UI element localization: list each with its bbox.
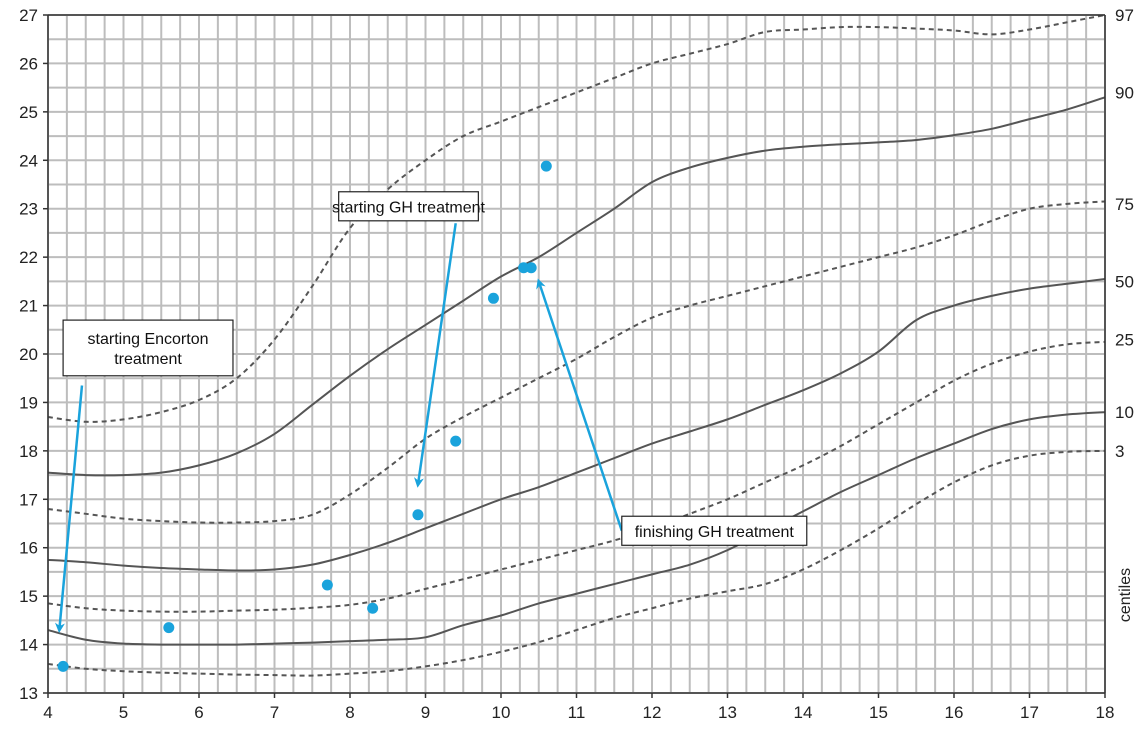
x-tick-label: 18 [1096, 703, 1115, 722]
axes: 4 5 6 7 8 9 10 11 12 13 14 15 16 17 18 13 14 15 16 17 18 19 20… [19, 6, 1134, 722]
annotation-box [338, 191, 479, 222]
annotation-box [62, 319, 234, 377]
data-point [540, 160, 552, 172]
x-tick-label: 6 [194, 703, 203, 722]
x-tick-label: 11 [568, 703, 586, 722]
annotation-0: starting Encorton treatment [54, 319, 234, 634]
data-points [57, 160, 552, 672]
annotation-1: starting GH treatment [332, 191, 486, 488]
centile-curve-90 [47, 96, 1106, 477]
data-point [57, 660, 69, 672]
y-tick-label: 23 [19, 200, 38, 219]
annotation-arrow [414, 223, 457, 488]
centile-curve-50 [47, 277, 1106, 572]
x-tick-label: 15 [869, 703, 888, 722]
centile-label-50: 50 [1115, 272, 1134, 291]
annotation-text: treatment [114, 351, 182, 368]
x-tick-label: 17 [1020, 703, 1039, 722]
x-tick-label: 7 [270, 703, 279, 722]
x-tick-label: 16 [945, 703, 964, 722]
y-tick-label: 24 [19, 151, 38, 170]
x-tick-label: 8 [345, 703, 354, 722]
annotation-arrow [54, 385, 84, 634]
x-tick-label: 4 [43, 703, 52, 722]
y-tick-label: 14 [19, 636, 38, 655]
annotation-box [621, 515, 808, 546]
annotation-2: finishing GH treatment [536, 278, 808, 546]
x-tick-label: 5 [119, 703, 128, 722]
data-point [367, 602, 379, 614]
centile-label-25: 25 [1115, 330, 1134, 349]
centile-label-90: 90 [1115, 83, 1134, 102]
data-point [518, 262, 530, 274]
y-tick-label: 16 [19, 539, 38, 558]
y-tick-label: 19 [19, 393, 38, 412]
centile-label-3: 3 [1115, 442, 1124, 461]
x-tick-label: 12 [643, 703, 662, 722]
y-tick-label: 18 [19, 442, 38, 461]
centile-label-10: 10 [1115, 403, 1134, 422]
right-axis-label: centiles [1117, 568, 1134, 622]
y-tick-label: 15 [19, 587, 38, 606]
centile-label-97: 97 [1115, 6, 1134, 25]
x-tick-label: 10 [492, 703, 511, 722]
y-tick-label: 17 [19, 490, 38, 509]
centile-label-75: 75 [1115, 195, 1134, 214]
data-point [487, 292, 499, 304]
y-tick-label: 25 [19, 103, 38, 122]
y-tick-label: 20 [19, 345, 38, 364]
y-tick-label: 26 [19, 54, 38, 73]
data-point [525, 262, 537, 274]
y-tick-label: 27 [19, 6, 38, 25]
x-tick-label: 9 [421, 703, 430, 722]
y-tick-label: 22 [19, 248, 38, 267]
annotations: starting Encorton treatment starting GH tr… [54, 191, 808, 634]
data-point [450, 435, 462, 447]
annotation-text: starting GH treatment [332, 199, 486, 216]
centile-curve-3 [47, 449, 1106, 677]
annotation-arrow [536, 278, 623, 532]
annotation-text: finishing GH treatment [635, 524, 795, 541]
y-tick-label: 21 [19, 297, 38, 316]
centile-curve-10 [47, 411, 1106, 646]
centile-curves [47, 14, 1106, 677]
centile-curve-25 [47, 340, 1106, 613]
data-point [163, 622, 175, 634]
y-tick-label: 13 [19, 684, 38, 703]
annotation-text: starting Encorton [88, 331, 209, 348]
data-point [321, 579, 333, 591]
x-tick-label: 13 [718, 703, 737, 722]
data-point [412, 509, 424, 521]
x-tick-label: 14 [794, 703, 813, 722]
